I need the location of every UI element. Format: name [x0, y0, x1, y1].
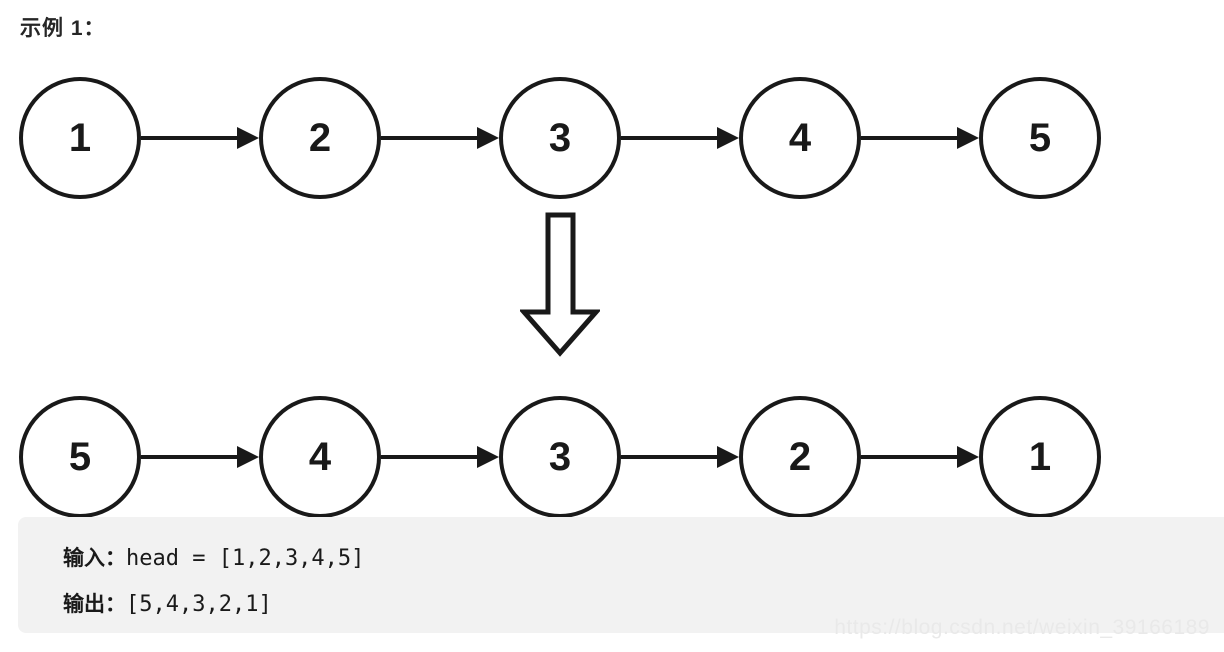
list-node: 1 — [979, 396, 1101, 518]
node-value: 1 — [68, 115, 92, 160]
list-node: 1 — [19, 77, 141, 199]
node-value: 2 — [788, 434, 812, 479]
arrow-right-icon — [861, 396, 979, 518]
node-value: 3 — [548, 115, 572, 160]
arrow-right-icon — [381, 396, 499, 518]
node-value: 2 — [308, 115, 332, 160]
output-value: [5,4,3,2,1] — [126, 592, 272, 617]
node-value: 5 — [1028, 115, 1052, 160]
list-node: 2 — [739, 396, 861, 518]
arrow-head — [957, 127, 979, 149]
arrow-head — [717, 127, 739, 149]
page-title: 示例 1： — [20, 17, 106, 40]
list-node: 2 — [259, 77, 381, 199]
arrow-head — [237, 446, 259, 468]
list-node: 3 — [499, 77, 621, 199]
arrow-head — [717, 446, 739, 468]
arrow-right-icon — [141, 396, 259, 518]
list-node: 4 — [739, 77, 861, 199]
node-value: 3 — [548, 434, 572, 479]
arrow-right-icon — [621, 77, 739, 199]
arrow-shaft — [621, 455, 718, 459]
arrow-head — [957, 446, 979, 468]
list-node: 4 — [259, 396, 381, 518]
arrow-shaft — [621, 136, 718, 140]
input-label: 输入： — [63, 547, 126, 570]
down-arrow-icon — [520, 212, 600, 357]
arrow-right-icon — [621, 396, 739, 518]
io-panel: 输入：head = [1,2,3,4,5] 输出：[5,4,3,2,1] — [18, 517, 1224, 633]
node-value: 4 — [308, 434, 332, 479]
top-linked-list: 1 2 3 4 5 — [19, 77, 1101, 199]
arrow-shaft — [861, 455, 958, 459]
arrow-right-icon — [381, 77, 499, 199]
output-line: 输出：[5,4,3,2,1] — [63, 587, 1224, 622]
arrow-head — [477, 127, 499, 149]
bottom-linked-list: 5 4 3 2 1 — [19, 396, 1101, 518]
arrow-head — [477, 446, 499, 468]
output-label: 输出： — [63, 593, 126, 616]
arrow-right-icon — [861, 77, 979, 199]
arrow-shaft — [381, 136, 478, 140]
arrow-right-icon — [141, 77, 259, 199]
arrow-shaft — [381, 455, 478, 459]
arrow-head — [237, 127, 259, 149]
input-line: 输入：head = [1,2,3,4,5] — [63, 541, 1224, 576]
node-value: 4 — [788, 115, 812, 160]
list-node: 5 — [979, 77, 1101, 199]
arrow-shaft — [141, 136, 238, 140]
arrow-shaft — [141, 455, 238, 459]
input-value: head = [1,2,3,4,5] — [126, 546, 365, 571]
node-value: 5 — [68, 434, 92, 479]
list-node: 5 — [19, 396, 141, 518]
arrow-shaft — [861, 136, 958, 140]
list-node: 3 — [499, 396, 621, 518]
node-value: 1 — [1028, 434, 1052, 479]
